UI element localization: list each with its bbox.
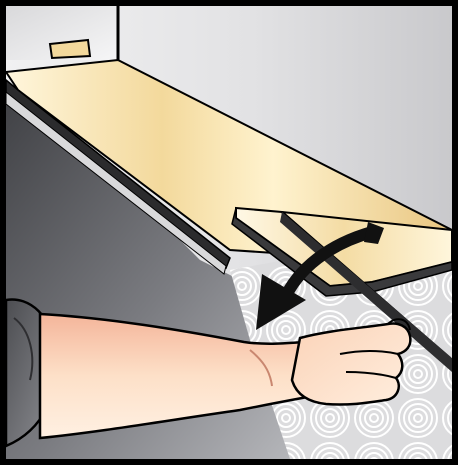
hand <box>292 324 410 405</box>
spacer-block <box>50 40 90 58</box>
